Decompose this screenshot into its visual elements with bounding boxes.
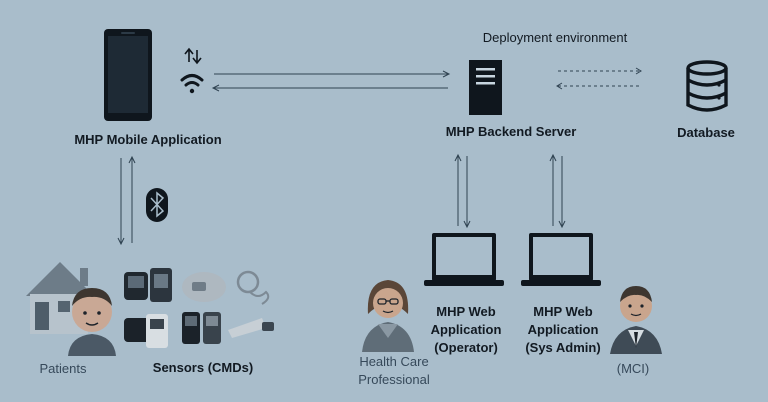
server-database-arrows bbox=[558, 70, 640, 87]
sensors-devices-icon bbox=[124, 268, 274, 348]
web-admin-label-line1: MHP Web bbox=[533, 304, 593, 319]
patient-avatar bbox=[68, 288, 116, 356]
smartphone-icon bbox=[104, 29, 152, 121]
web-operator-label-line2: Application bbox=[431, 322, 502, 337]
web-operator-label-line3: (Operator) bbox=[434, 340, 498, 355]
database-label: Database bbox=[677, 125, 735, 140]
health-care-professional-label-line2: Professional bbox=[358, 372, 430, 387]
health-care-professional-avatar bbox=[362, 280, 414, 352]
web-admin-label-line3: (Sys Admin) bbox=[525, 340, 600, 355]
wifi-icon bbox=[180, 74, 204, 94]
sensors-label: Sensors (CMDs) bbox=[153, 360, 253, 375]
laptop-operator-icon bbox=[424, 233, 504, 286]
mci-label: (MCI) bbox=[617, 361, 650, 376]
bluetooth-icon bbox=[146, 188, 168, 222]
deployment-environment-label: Deployment environment bbox=[483, 30, 628, 45]
patients-label: Patients bbox=[40, 361, 87, 376]
web-admin-label-line2: Application bbox=[528, 322, 599, 337]
server-icon bbox=[469, 60, 502, 115]
phone-server-arrows bbox=[211, 70, 451, 92]
database-icon bbox=[686, 60, 728, 112]
mci-person-avatar bbox=[610, 286, 662, 354]
backend-server-label: MHP Backend Server bbox=[446, 124, 577, 139]
server-admin-arrows bbox=[549, 153, 566, 229]
health-care-professional-label-line1: Health Care bbox=[359, 354, 428, 369]
server-operator-arrows bbox=[454, 153, 471, 229]
laptop-admin-icon bbox=[521, 233, 601, 286]
phone-sensor-arrows bbox=[117, 155, 136, 246]
data-transfer-icon bbox=[184, 47, 202, 65]
web-operator-label-line1: MHP Web bbox=[436, 304, 496, 319]
mobile-app-label: MHP Mobile Application bbox=[74, 132, 221, 147]
